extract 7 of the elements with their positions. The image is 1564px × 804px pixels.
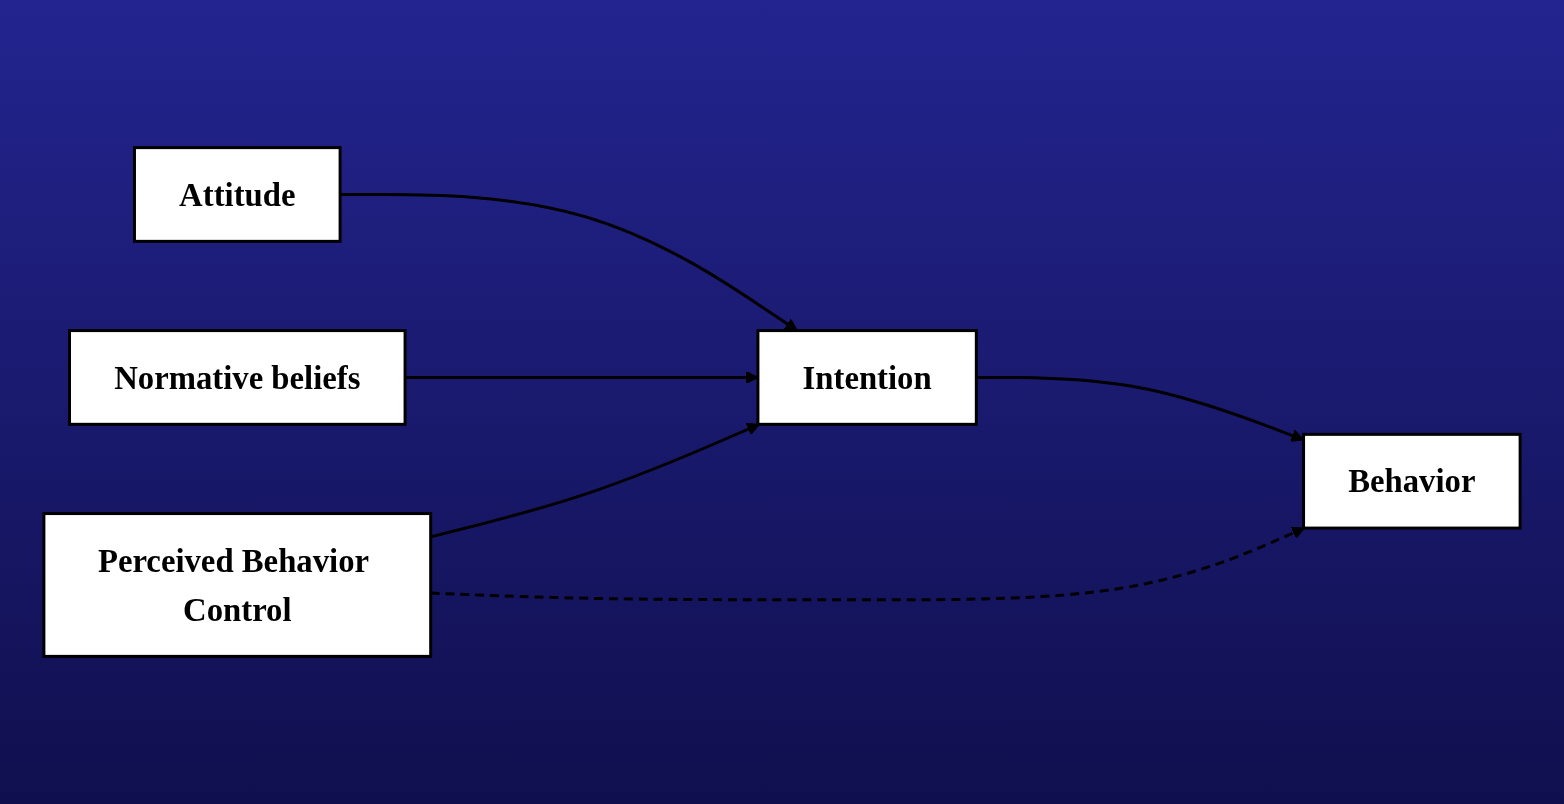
arrow — [430, 526, 1306, 602]
node-box: Intention — [756, 329, 978, 426]
node-box: Normative beliefs — [68, 329, 407, 426]
node-box: Attitude — [133, 146, 342, 243]
node-box: Perceived Behavior Control — [42, 512, 433, 658]
arrow — [430, 423, 760, 539]
node-box: Behavior — [1302, 432, 1522, 530]
